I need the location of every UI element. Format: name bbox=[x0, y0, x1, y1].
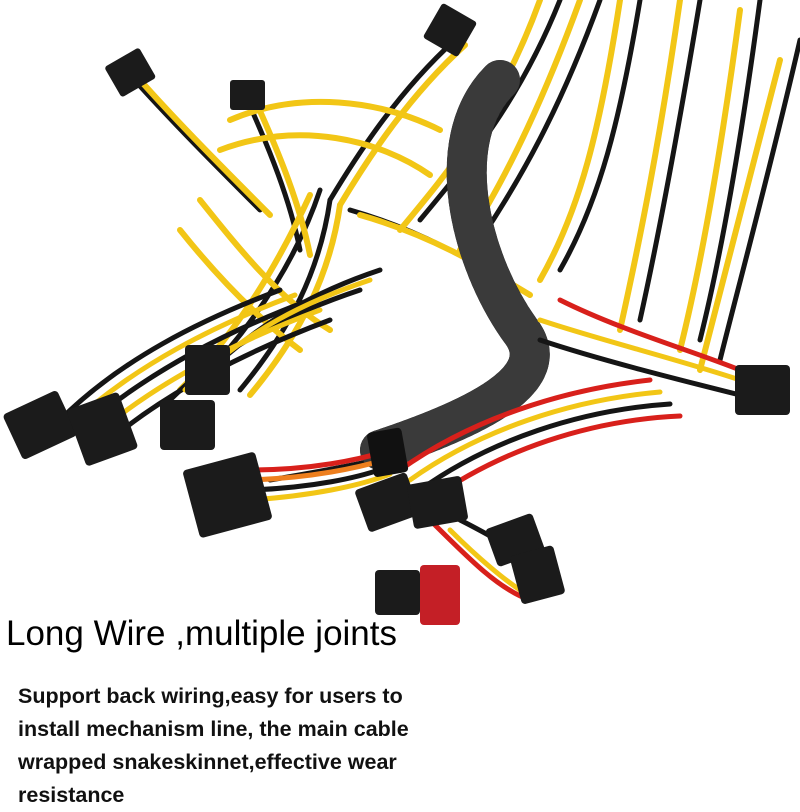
description-line: wrapped snakeskinnet,effective wear bbox=[18, 750, 397, 774]
headline: Long Wire ,multiple joints bbox=[6, 614, 397, 653]
cpu-8pin-connector bbox=[67, 392, 138, 466]
description: Support back wiring,easy for users to in… bbox=[18, 680, 458, 812]
wire-bundle bbox=[57, 0, 800, 603]
sata-connector bbox=[735, 365, 790, 415]
molex-connector bbox=[407, 476, 468, 529]
atx-24pin-connector bbox=[183, 452, 272, 538]
heatshrink-joint bbox=[367, 427, 409, 477]
description-line: Support back wiring,easy for users to bbox=[18, 684, 403, 708]
description-line: resistance bbox=[18, 783, 125, 807]
sata-connector bbox=[510, 545, 565, 604]
pcie-8pin-connector bbox=[160, 400, 215, 450]
pcie-connector bbox=[423, 3, 477, 57]
connectors bbox=[3, 3, 790, 625]
red-6pin-connector bbox=[420, 565, 460, 625]
watermark: pgmi bbox=[368, 178, 390, 189]
molex-connector bbox=[375, 570, 420, 615]
pcie-connector bbox=[105, 48, 156, 97]
pcie-connector bbox=[230, 80, 265, 110]
cpu-8pin-connector bbox=[3, 390, 77, 460]
pcie-8pin-connector bbox=[185, 345, 230, 395]
description-line: install mechanism line, the main cable bbox=[18, 717, 409, 741]
molex-connector bbox=[355, 472, 421, 532]
